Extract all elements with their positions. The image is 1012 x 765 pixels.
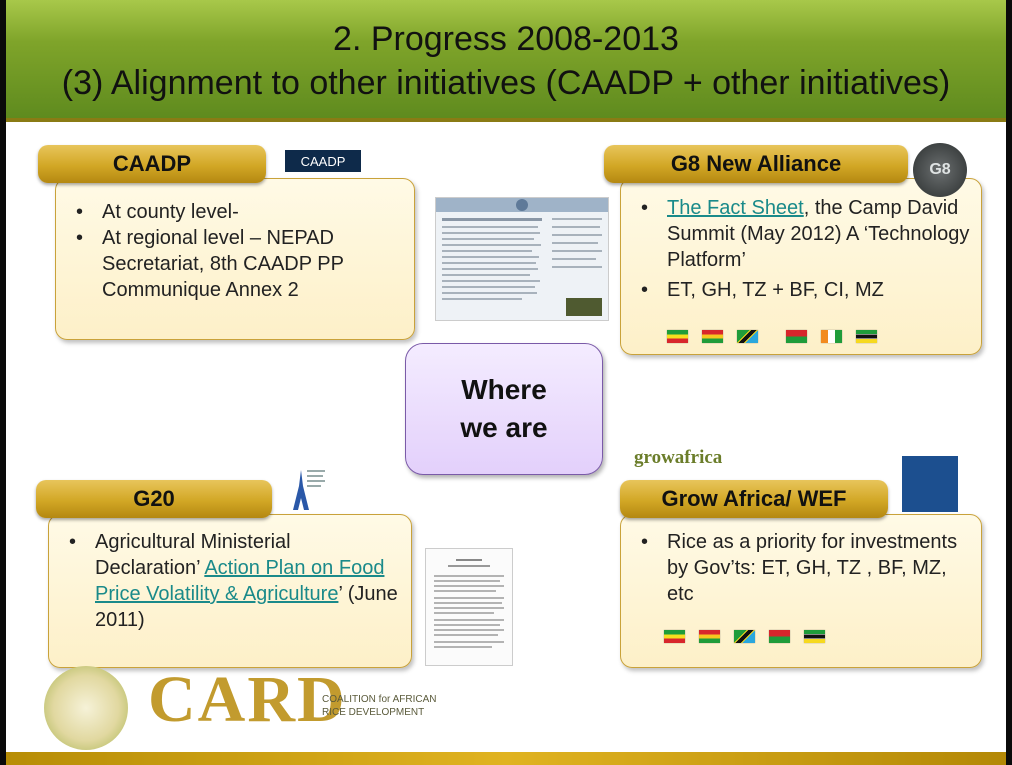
tab-g20: G20	[36, 480, 272, 518]
ethiopia-flag-icon	[664, 630, 685, 643]
tab-caadp-label: CAADP	[112, 151, 192, 176]
tab-caadp: CAADP	[38, 145, 266, 183]
g20-item-suffix: ’ (June 2011)	[95, 583, 398, 631]
tab-grow-africa-wef: Grow Africa/ WEF	[620, 480, 888, 518]
grow-africa-box: Rice as a priority for investments by Go…	[620, 514, 982, 668]
grow-africa-flags	[664, 630, 839, 643]
g8-item-countries: ET, GH, TZ + BF, CI, MZ	[621, 277, 971, 303]
ethiopia-flag-icon	[667, 330, 688, 343]
header-divider	[6, 118, 1006, 122]
g20-item-declaration: Agricultural Ministerial Declaration’ Ac…	[49, 529, 399, 633]
action-plan-link[interactable]: Action Plan on Food Price Volatility & A…	[95, 557, 385, 605]
mozambique-flag-icon	[804, 630, 825, 643]
tab-grow-africa-label: Grow Africa/ WEF	[661, 486, 847, 511]
g20-box: Agricultural Ministerial Declaration’ Ac…	[48, 514, 412, 668]
caadp-item-regional: At regional level – NEPAD Secretariat, 8…	[56, 225, 414, 303]
card-subtitle-line2: RICE DEVELOPMENT	[322, 707, 425, 718]
slide-subtitle: (3) Alignment to other initiatives (CAAD…	[61, 64, 951, 102]
footer-bar	[6, 752, 1006, 765]
g8-flags	[667, 330, 891, 343]
grow-africa-item: Rice as a priority for investments by Go…	[621, 529, 969, 607]
caadp-logo: CAADP	[285, 150, 361, 172]
card-subtitle-line1: COALITION for AFRICAN	[322, 694, 437, 705]
g8-item-text: , the Camp David Summit (May 2012) A ‘Te…	[667, 197, 970, 271]
fact-sheet-thumbnail	[435, 197, 609, 321]
caadp-logo-text: CAADP	[300, 153, 346, 169]
mozambique-flag-icon	[856, 330, 877, 343]
ghana-flag-icon	[699, 630, 720, 643]
g8-logo: G8	[913, 143, 967, 197]
tanzania-flag-icon	[734, 630, 755, 643]
tanzania-flag-icon	[737, 330, 758, 343]
ghana-flag-icon	[702, 330, 723, 343]
g8-box: The Fact Sheet, the Camp David Summit (M…	[620, 178, 982, 355]
slide-title: 2. Progress 2008-2013	[333, 20, 679, 58]
declaration-document-thumbnail	[425, 548, 513, 666]
cote-divoire-flag-icon	[821, 330, 842, 343]
card-emblem-icon	[44, 666, 128, 750]
g8-logo-text: G8	[929, 161, 951, 178]
fact-sheet-link[interactable]: The Fact Sheet	[667, 197, 804, 219]
center-line-2: we are	[460, 412, 548, 443]
burkina-faso-flag-icon	[786, 330, 807, 343]
tab-g8-new-alliance: G8 New Alliance	[604, 145, 908, 183]
burkina-faso-flag-icon	[769, 630, 790, 643]
caadp-box: At county level- At regional level – NEP…	[55, 178, 415, 340]
where-we-are-box: Where we are	[405, 343, 603, 475]
growafrica-logo: growafrica	[634, 447, 723, 468]
right-border	[1006, 0, 1012, 765]
card-logo-subtitle: COALITION for AFRICAN RICE DEVELOPMENT	[322, 693, 436, 719]
wef-logo	[902, 456, 958, 512]
left-border	[0, 0, 6, 765]
g8-item-fact-sheet: The Fact Sheet, the Camp David Summit (M…	[621, 195, 971, 273]
center-line-1: Where	[461, 374, 547, 405]
g20-item-prefix: Agricultural Ministerial Declaration’	[95, 531, 291, 579]
caadp-item-county: At county level-	[56, 199, 414, 225]
header-banner	[6, 0, 1006, 120]
tab-g20-label: G20	[133, 486, 175, 511]
g20-logo	[293, 470, 325, 510]
card-logo-word: CARD	[148, 663, 347, 736]
tab-g8-label: G8 New Alliance	[670, 151, 842, 176]
